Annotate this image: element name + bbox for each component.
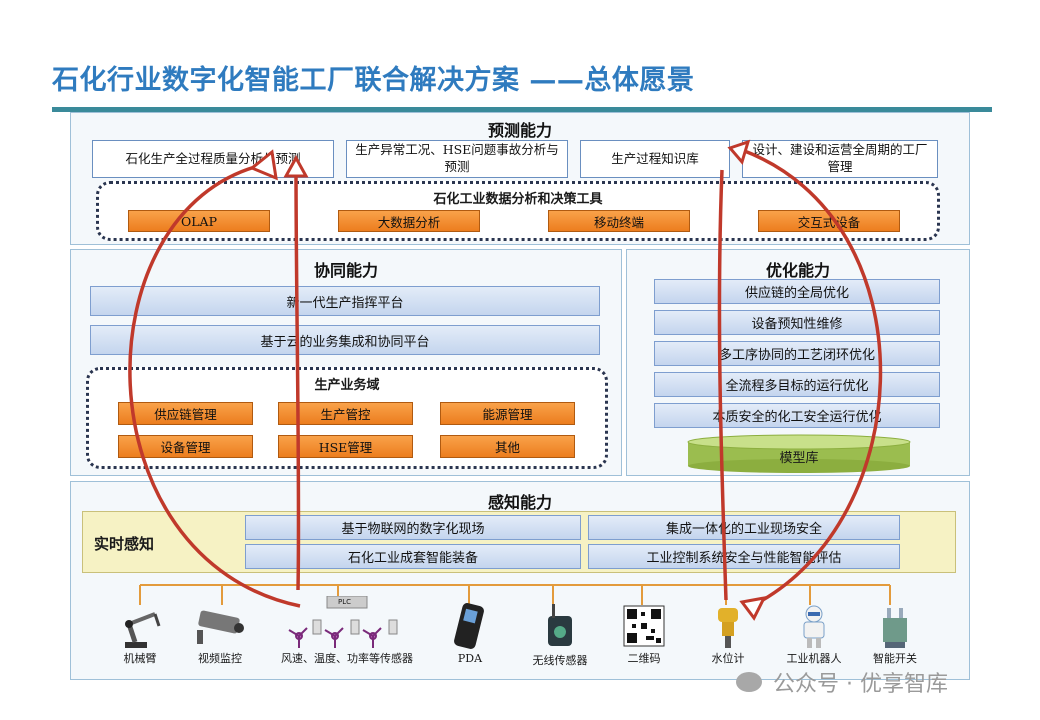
industrial-robot-icon — [803, 605, 825, 648]
domain-energy: 能源管理 — [440, 402, 575, 425]
robot-arm-icon — [125, 612, 161, 648]
optimize-bar-supply-chain: 供应链的全局优化 — [654, 279, 940, 304]
collab-bar-cloud: 基于云的业务集成和协同平台 — [90, 325, 600, 355]
optimize-bar-safety: 本质安全的化工安全运行优化 — [654, 403, 940, 428]
domain-other: 其他 — [440, 435, 575, 458]
plc-label: PLC — [338, 598, 352, 606]
pda-icon — [454, 603, 484, 649]
optimize-bar-multiobjective: 全流程多目标的运行优化 — [654, 372, 940, 397]
device-label: 无线传感器 — [532, 654, 588, 667]
wechat-icon — [736, 672, 762, 692]
tool-interactive: 交互式设备 — [758, 210, 900, 232]
device-wireless-sensor: 无线传感器 — [522, 602, 598, 668]
level-gauge-icon — [718, 608, 738, 648]
collab-bar-command: 新一代生产指挥平台 — [90, 286, 600, 316]
perception-title: 感知能力 — [487, 493, 552, 512]
device-pda: PDA — [440, 600, 500, 665]
optimize-title: 优化能力 — [765, 261, 830, 280]
domain-production-control: 生产管控 — [278, 402, 413, 425]
device-industrial-robot: 工业机器人 — [772, 604, 856, 666]
camera-icon — [197, 610, 244, 644]
collab-title: 协同能力 — [313, 261, 378, 280]
prediction-box-lifecycle: 设计、建设和运营全周期的工厂管理 — [742, 140, 938, 178]
device-label: 二维码 — [627, 652, 661, 665]
title-underline — [52, 107, 992, 112]
device-label: PDA — [457, 652, 483, 665]
realtime-label: 实时感知 — [94, 535, 155, 553]
prediction-box-quality: 石化生产全过程质量分析与预测 — [92, 140, 334, 178]
wireless-sensor-icon — [548, 604, 572, 646]
perception-bar-iot: 基于物联网的数字化现场 — [245, 515, 581, 540]
prediction-box-knowledge: 生产过程知识库 — [580, 140, 730, 178]
optimize-bar-process: 多工序协同的工艺闭环优化 — [654, 341, 940, 366]
sensor-fans-icon — [288, 596, 398, 648]
prediction-box-hse: 生产异常工况、HSE问题事故分析与预测 — [346, 140, 568, 178]
qrcode-icon — [623, 605, 665, 647]
optimize-bar-maintenance: 设备预知性维修 — [654, 310, 940, 335]
prediction-title: 预测能力 — [487, 121, 552, 140]
perception-bar-safety: 集成一体化的工业现场安全 — [588, 515, 900, 540]
device-robot-arm: 机械臂 — [106, 604, 174, 666]
device-label: 工业机器人 — [786, 652, 842, 665]
business-domain-title: 生产业务域 — [314, 378, 380, 393]
watermark-text: 公众号 · 优享智库 — [773, 672, 948, 697]
domain-supply-chain: 供应链管理 — [118, 402, 253, 425]
device-label: 风速、温度、功率等传感器 — [281, 652, 413, 665]
device-label: 机械臂 — [123, 652, 157, 665]
domain-hse: HSE管理 — [278, 435, 413, 458]
device-label: 水位计 — [711, 652, 745, 665]
tool-bigdata: 大数据分析 — [338, 210, 480, 232]
device-label: 智能开关 — [873, 652, 917, 665]
device-sensors: 风速、温度、功率等传感器 — [272, 596, 422, 666]
device-camera: 视频监控 — [186, 604, 254, 666]
tool-mobile: 移动终端 — [548, 210, 690, 232]
watermark: 公众号 · 优享智库 — [736, 666, 948, 698]
device-smart-switch: 智能开关 — [862, 604, 928, 666]
device-label: 视频监控 — [198, 652, 242, 665]
perception-bar-equipment: 石化工业成套智能装备 — [245, 544, 581, 569]
perception-bar-ics: 工业控制系统安全与性能智能评估 — [588, 544, 900, 569]
model-library-label: 模型库 — [779, 451, 819, 466]
domain-equipment: 设备管理 — [118, 435, 253, 458]
device-qrcode: 二维码 — [612, 604, 676, 666]
page-title: 石化行业数字化智能工厂联合解决方案 ——总体愿景 — [52, 65, 695, 96]
smart-switch-icon — [883, 608, 907, 648]
tool-olap: OLAP — [128, 210, 270, 232]
device-level-gauge: 水位计 — [698, 604, 758, 666]
decision-tools-title: 石化工业数据分析和决策工具 — [433, 192, 603, 207]
